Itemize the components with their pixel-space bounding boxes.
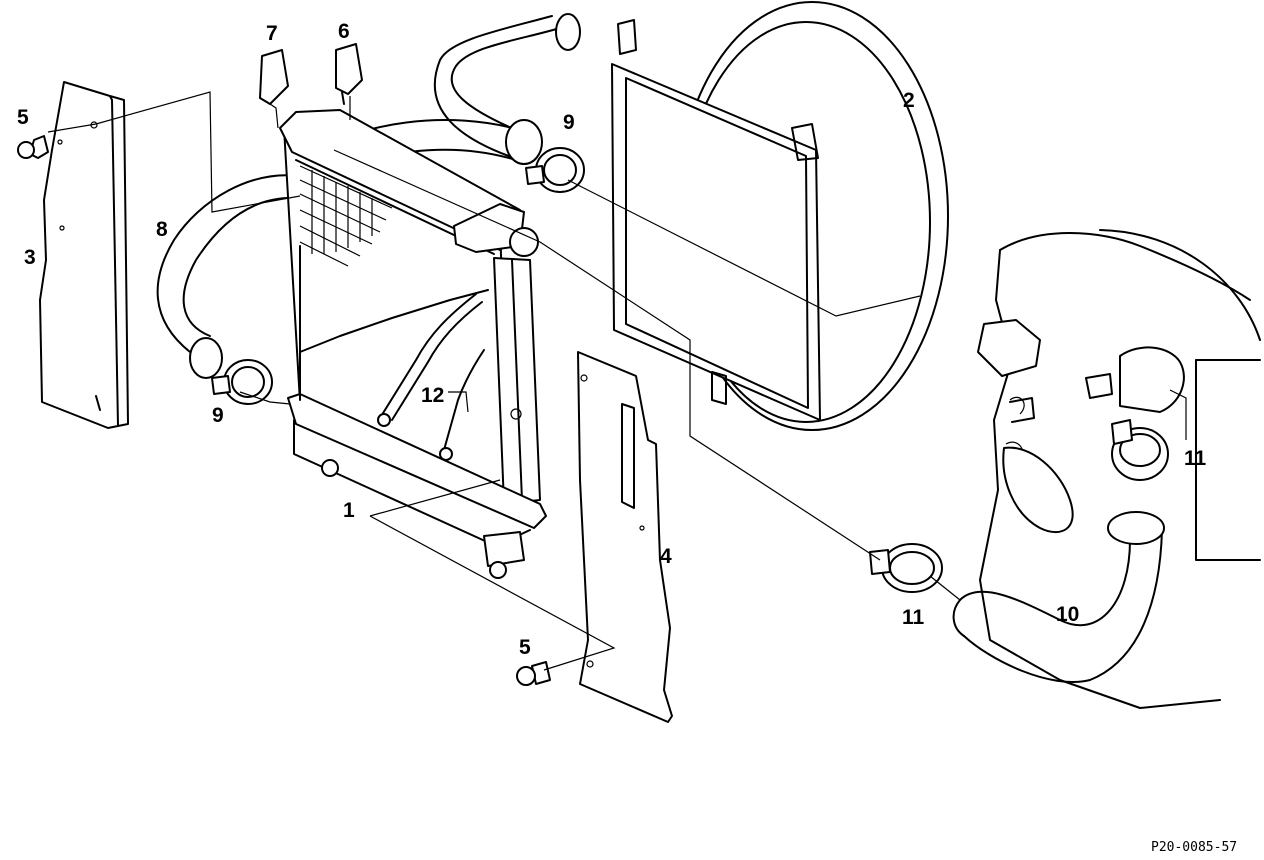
left-hose xyxy=(156,174,301,379)
hose-clamp-right-lower xyxy=(869,543,943,593)
left-baffle-panel xyxy=(39,81,129,429)
callout-4: 4 xyxy=(660,545,672,568)
callout-5-upper: 5 xyxy=(17,106,29,129)
bolt-upper xyxy=(17,135,49,159)
bolt-lower xyxy=(516,661,551,686)
radiator-core xyxy=(279,109,547,579)
reference-code: P20-0085-57 xyxy=(1151,840,1237,855)
callout-8: 8 xyxy=(156,218,168,241)
callout-10: 10 xyxy=(1056,603,1079,626)
hose-clamp-upper xyxy=(525,147,585,193)
callout-12: 12 xyxy=(421,384,444,407)
callout-7: 7 xyxy=(266,22,278,45)
callout-labels: 1 2 3 4 5 5 6 7 8 9 9 10 11 11 12 xyxy=(17,20,1207,659)
right-baffle-panel xyxy=(577,351,673,723)
callout-9-lower: 9 xyxy=(212,404,224,427)
hose-clamp-right-upper xyxy=(1111,419,1169,481)
fan-shroud xyxy=(611,1,949,431)
bracket-right xyxy=(335,43,363,105)
callout-11-upper: 11 xyxy=(1184,447,1207,470)
callout-5-lower: 5 xyxy=(519,636,531,659)
engine-block xyxy=(977,229,1261,709)
lower-hose xyxy=(952,511,1165,683)
upper-hose xyxy=(299,13,581,185)
callout-6: 6 xyxy=(338,20,350,43)
hose-clamp-lower xyxy=(211,359,273,405)
callout-2: 2 xyxy=(903,89,915,112)
leader-lines xyxy=(47,91,1187,671)
callout-1: 1 xyxy=(343,499,355,522)
bracket-left xyxy=(259,49,289,105)
callout-9-upper: 9 xyxy=(563,111,575,134)
callout-11-lower: 11 xyxy=(902,606,925,629)
callout-3: 3 xyxy=(24,246,36,269)
